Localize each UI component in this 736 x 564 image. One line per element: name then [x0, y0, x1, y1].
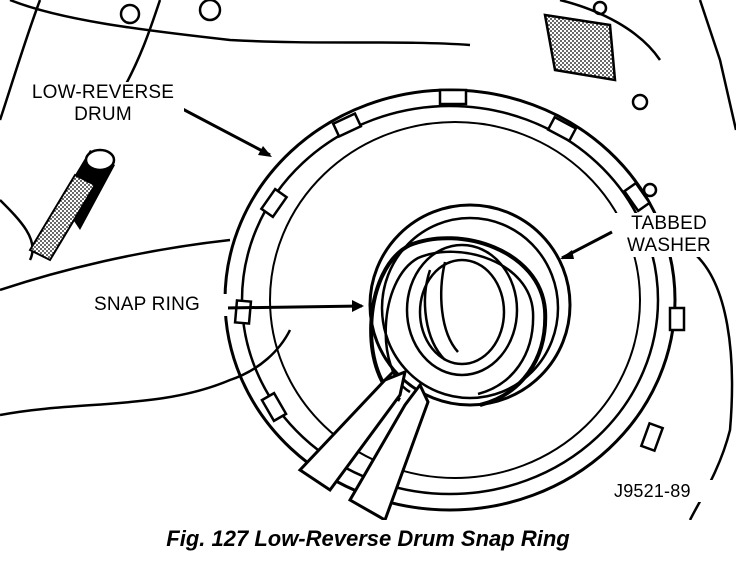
low-reverse-drum-label-line1: LOW-REVERSE	[31, 82, 175, 103]
snap-ring-pliers	[297, 368, 430, 520]
low-reverse-drum	[223, 88, 686, 512]
figure-code: J9521-89	[612, 480, 734, 502]
case-pocket	[543, 13, 617, 82]
tabbed-washer-label: TABBED WASHER	[614, 213, 724, 257]
snap-ring	[369, 236, 548, 407]
tabbed-washer-label-line2: WASHER	[627, 235, 711, 256]
snap-ring-label: SNAP RING	[92, 294, 228, 316]
drum-bore	[405, 243, 519, 377]
figure-caption: Fig. 127 Low-Reverse Drum Snap Ring	[166, 526, 570, 551]
case-cutaway	[28, 148, 116, 262]
low-reverse-drum-label: LOW-REVERSE DRUM	[22, 82, 184, 126]
drum-snap-ring-illustration	[0, 0, 736, 520]
low-reverse-drum-label-line2: DRUM	[74, 104, 132, 125]
transmission-case	[0, 0, 736, 520]
tabbed-washer	[368, 203, 572, 407]
leader-lines	[174, 103, 613, 310]
tabbed-washer-label-line1: TABBED	[631, 213, 707, 234]
leader-arrowheads	[258, 146, 574, 312]
